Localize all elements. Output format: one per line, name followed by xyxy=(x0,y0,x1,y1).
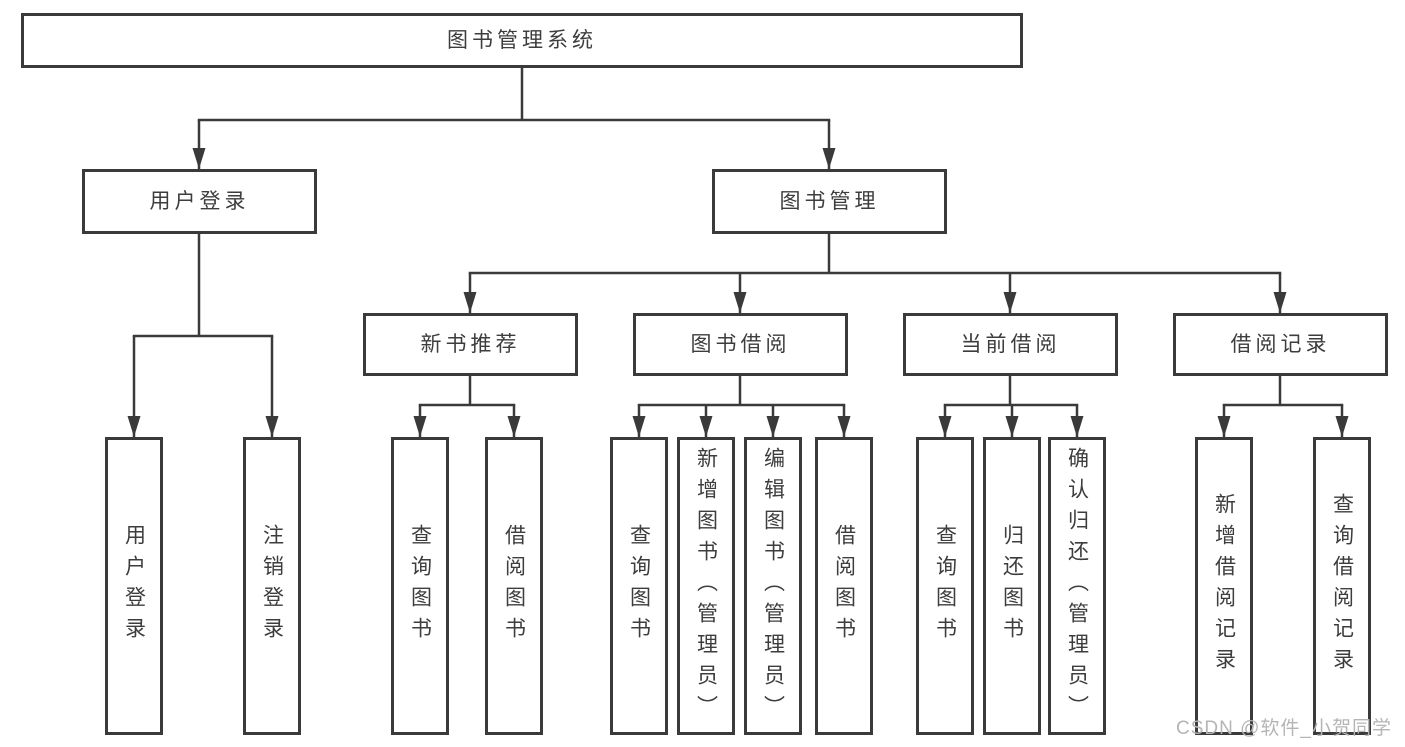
leaf-query-borrow-record: 查询借阅记录 xyxy=(1313,437,1371,735)
node-user-login: 用户登录 xyxy=(82,169,317,234)
leaf-label: 借阅图书 xyxy=(502,524,526,648)
leaf-label: 查询借阅记录 xyxy=(1330,493,1354,679)
leaf-edit-books-admin: 编辑图书（管理员） xyxy=(744,437,802,735)
node-root-system: 图书管理系统 xyxy=(21,13,1023,68)
tree-elbow-lines xyxy=(132,65,1344,407)
leaf-label: 用户登录 xyxy=(122,524,146,648)
arrow-connectors xyxy=(127,120,1349,437)
node-label: 图书管理系统 xyxy=(447,29,597,52)
leaf-borrow-books-recommend: 借阅图书 xyxy=(485,437,543,735)
node-label: 当前借阅 xyxy=(960,333,1061,356)
leaf-label: 注销登录 xyxy=(260,524,284,648)
leaf-query-books-borrow: 查询图书 xyxy=(610,437,668,735)
leaf-label: 确认归还（管理员） xyxy=(1065,446,1089,726)
leaf-label: 编辑图书（管理员） xyxy=(761,446,785,726)
node-label: 图书管理 xyxy=(779,190,880,213)
leaf-query-books-current: 查询图书 xyxy=(916,437,974,735)
leaf-add-borrow-record: 新增借阅记录 xyxy=(1195,437,1253,735)
csdn-watermark: CSDN @软件_小贺同学 xyxy=(1176,718,1392,739)
leaf-label: 查询图书 xyxy=(408,524,432,648)
node-label: 用户登录 xyxy=(149,190,250,213)
node-new-book-recommend: 新书推荐 xyxy=(363,313,578,376)
node-book-management: 图书管理 xyxy=(712,169,947,234)
leaf-label: 借阅图书 xyxy=(832,524,856,648)
leaf-label: 新增图书（管理员） xyxy=(694,446,718,726)
leaf-label: 查询图书 xyxy=(627,524,651,648)
leaf-label: 新增借阅记录 xyxy=(1212,493,1236,679)
node-current-borrow: 当前借阅 xyxy=(903,313,1118,376)
node-label: 图书借阅 xyxy=(690,333,791,356)
leaf-query-books-recommend: 查询图书 xyxy=(391,437,449,735)
leaf-return-books: 归还图书 xyxy=(983,437,1041,735)
leaf-label: 归还图书 xyxy=(1000,524,1024,648)
leaf-logout: 注销登录 xyxy=(243,437,301,735)
leaf-add-books-admin: 新增图书（管理员） xyxy=(677,437,735,735)
leaf-user-login: 用户登录 xyxy=(105,437,163,735)
node-borrow-record: 借阅记录 xyxy=(1173,313,1388,376)
node-label: 借阅记录 xyxy=(1230,333,1331,356)
leaf-borrow-books: 借阅图书 xyxy=(815,437,873,735)
node-label: 新书推荐 xyxy=(420,333,521,356)
leaf-confirm-return-admin: 确认归还（管理员） xyxy=(1048,437,1106,735)
node-book-borrow: 图书借阅 xyxy=(633,313,848,376)
leaf-label: 查询图书 xyxy=(933,524,957,648)
